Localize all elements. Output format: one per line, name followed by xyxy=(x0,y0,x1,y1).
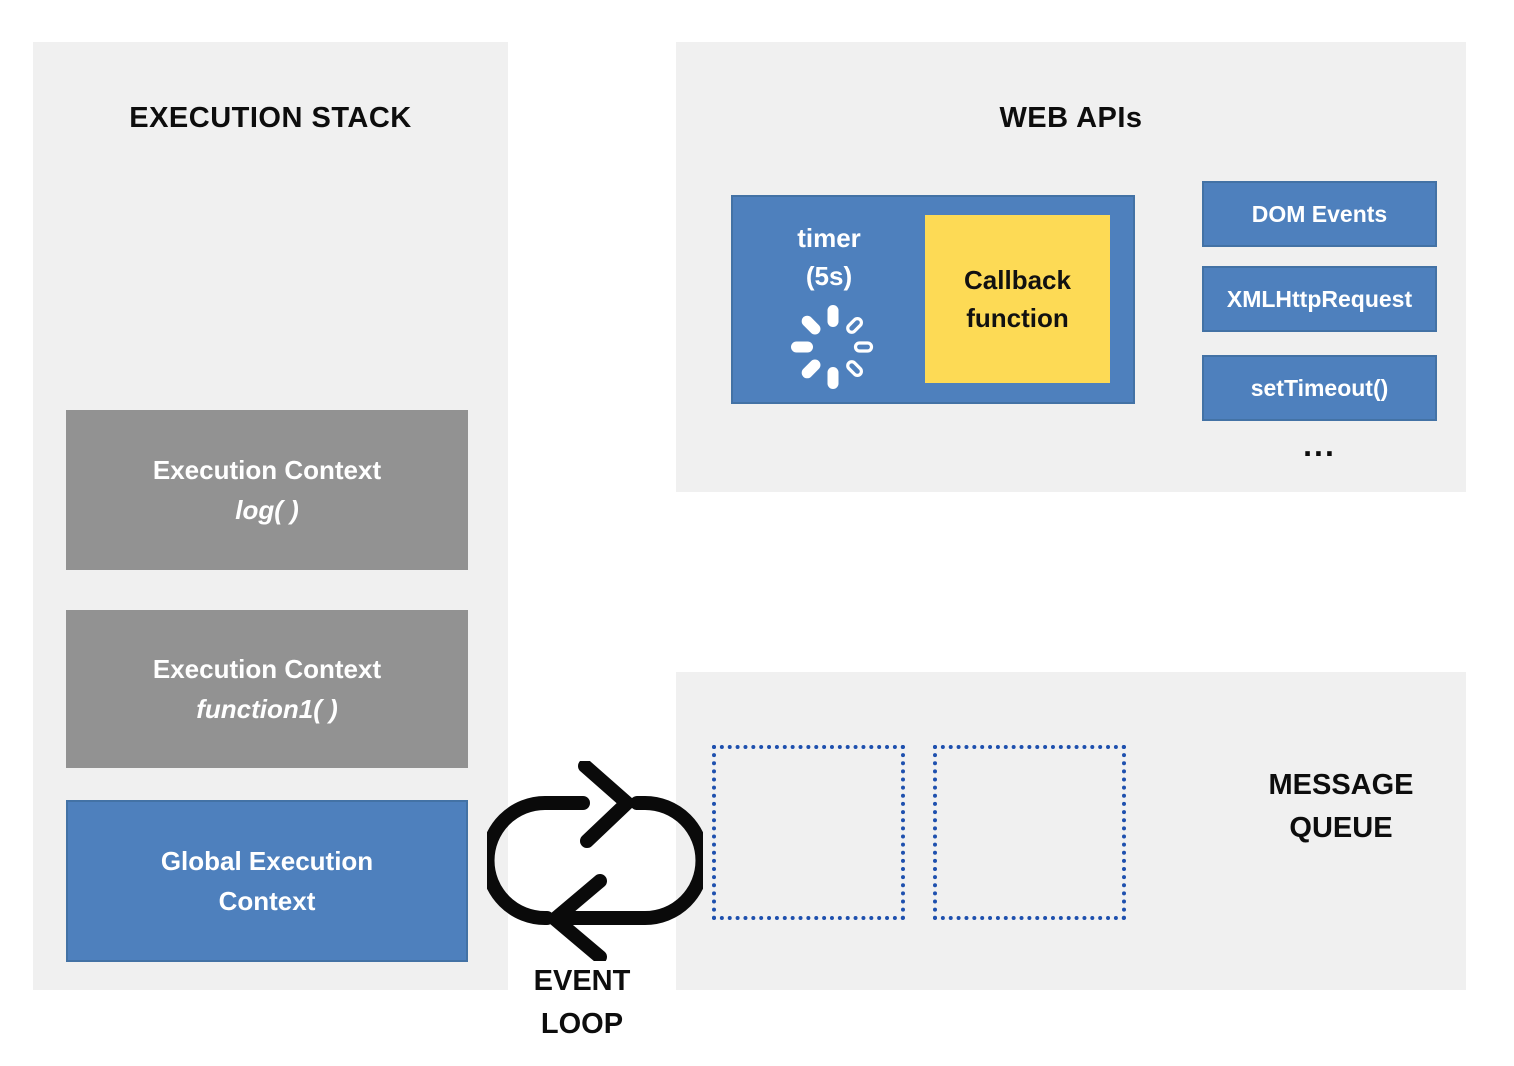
dom-events-label: DOM Events xyxy=(1251,200,1388,227)
xmlhttprequest-box: XMLHttpRequest xyxy=(1202,266,1437,332)
timer-box: timer (5s) Callback xyxy=(731,195,1135,404)
web-apis-title: WEB APIs xyxy=(999,102,1143,134)
settimeout-label: setTimeout() xyxy=(1250,374,1389,401)
global-execution-context-box: Global Execution Context xyxy=(66,800,468,962)
callback-function-line2: function xyxy=(966,303,1069,333)
callback-function-line1: Callback xyxy=(964,265,1071,295)
xmlhttprequest-label: XMLHttpRequest xyxy=(1226,285,1413,312)
execution-context-function1-line2: function1( ) xyxy=(196,694,338,724)
message-queue-title: MESSAGE QUEUE xyxy=(1216,764,1466,850)
settimeout-box: setTimeout() xyxy=(1202,355,1437,421)
message-queue-slot xyxy=(933,745,1126,920)
execution-stack-panel: EXECUTION STACK Execution Context log( )… xyxy=(33,42,508,990)
execution-stack-title: EXECUTION STACK xyxy=(129,102,412,134)
message-queue-title-line1: MESSAGE xyxy=(1268,769,1414,801)
global-execution-context-line1: Global Execution xyxy=(160,846,374,876)
timer-label-line2: (5s) xyxy=(805,261,853,291)
message-queue-slot xyxy=(712,745,905,920)
message-queue-panel: MESSAGE QUEUE xyxy=(676,672,1466,990)
execution-context-log-line1: Execution Context xyxy=(152,455,382,485)
execution-context-function1-line1: Execution Context xyxy=(152,654,382,684)
global-execution-context-line2: Context xyxy=(218,886,316,916)
more-apis-ellipsis: ... xyxy=(1303,427,1336,463)
loop-arrows-icon xyxy=(487,761,703,961)
event-loop-label-line2: LOOP xyxy=(540,1008,624,1040)
message-queue-title-line2: QUEUE xyxy=(1289,812,1393,844)
timer-label-line1: timer xyxy=(797,223,861,253)
execution-context-log-box: Execution Context log( ) xyxy=(66,410,468,570)
timer-label: timer (5s) xyxy=(733,219,925,295)
callback-function-box: Callback function xyxy=(925,215,1110,383)
execution-context-log-line2: log( ) xyxy=(235,495,299,525)
dom-events-box: DOM Events xyxy=(1202,181,1437,247)
loading-spinner-icon xyxy=(791,305,874,389)
execution-context-function1-box: Execution Context function1( ) xyxy=(66,610,468,768)
web-apis-panel: WEB APIs timer (5s) xyxy=(676,42,1466,492)
event-loop-label-line1: EVENT xyxy=(533,965,631,997)
event-loop-label: EVENT LOOP xyxy=(482,960,682,1046)
